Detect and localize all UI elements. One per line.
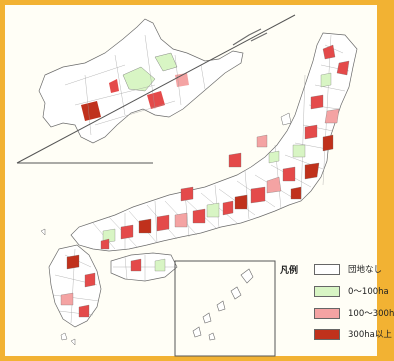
legend-swatch-0-100 [314,285,340,297]
legend-label-300-plus: 300ha以上 [348,330,392,340]
map-frame: 凡例 団地なし 0～100ha 100～300h 300ha以上 [5,5,394,357]
legend-item-none: 団地なし [314,263,382,275]
legend-swatch-none [314,263,340,275]
legend-item-100-300: 100～300h [314,307,394,319]
hokkaido-red-1 [81,101,101,121]
legend-label-100-300: 100～300h [348,309,394,319]
hokkaido-green-2 [154,52,178,72]
map-legend: 凡例 団地なし 0～100ha 100～300h 300ha以上 [278,263,394,353]
inset-separator-line [16,14,296,164]
hokkaido-region [38,18,268,144]
legend-swatch-100-300 [314,307,340,319]
legend-item-300-plus: 300ha以上 [314,328,392,340]
honshu-landmass [70,32,358,252]
legend-label-0-100: 0～100ha [348,287,389,297]
legend-label-none: 団地なし [348,265,383,275]
okinawa-inset-box [174,260,276,357]
hokkaido-green-1 [122,66,156,92]
hokkaido-red-2 [147,91,165,109]
legend-title: 凡例 [280,266,299,276]
japan-map [16,14,358,357]
mainland-region [40,32,358,346]
small-island-2 [60,332,68,341]
colored-municipalities [60,44,350,318]
legend-swatch-300-plus [314,328,340,340]
okinawa-islands [192,268,254,341]
small-island-3 [70,338,76,346]
small-island-1 [40,228,46,236]
kuril-islands [232,28,268,46]
legend-item-0-100: 0～100ha [314,285,389,297]
sado-island [280,112,292,126]
hokkaido-red-3 [109,79,119,93]
